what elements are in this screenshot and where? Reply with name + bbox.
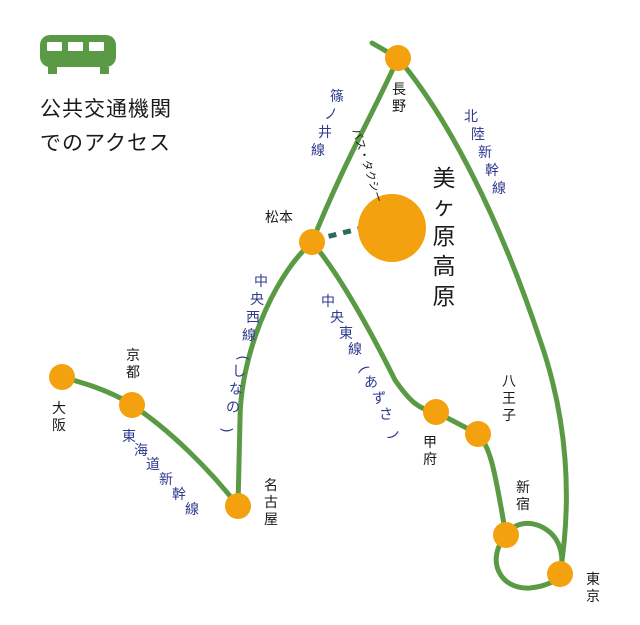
station-label-kyoto: 都: [126, 365, 140, 381]
destination-char: 美: [433, 166, 456, 192]
page-title: 公共交通機関 でのアクセス: [40, 92, 172, 160]
line-label-char: ノ: [324, 107, 338, 123]
station-shinjuku[interactable]: [493, 522, 519, 548]
destination-char: 原: [433, 284, 456, 310]
train-icon: [40, 35, 116, 74]
station-label-osaka: 阪: [52, 418, 66, 434]
line-label-shinonoi: 篠 ノ 井 線: [311, 89, 344, 159]
station-kyoto[interactable]: [119, 392, 145, 418]
title-line-2: でのアクセス: [40, 131, 171, 155]
station-matsumoto[interactable]: [299, 229, 325, 255]
station-markers: [49, 45, 573, 587]
line-label-char: ): [218, 427, 234, 432]
line-label-char: 新: [478, 145, 492, 161]
line-label-char: 幹: [485, 162, 499, 179]
title-line-1: 公共交通機関: [40, 97, 172, 121]
station-hachioji[interactable]: [465, 421, 491, 447]
line-label-char: 道: [146, 457, 160, 473]
station-label-hachioji: 王: [502, 391, 516, 407]
line-chuo-east: [309, 239, 509, 538]
line-label-char: 海: [134, 443, 148, 459]
station-label-hachioji: 子: [502, 408, 516, 424]
line-label-char: 央: [250, 292, 264, 308]
station-osaka[interactable]: [49, 364, 75, 390]
station-kofu[interactable]: [423, 399, 449, 425]
station-label-shinjuku: 新: [516, 480, 530, 496]
station-nagano[interactable]: [385, 45, 411, 71]
station-label-nagano: 野: [392, 99, 406, 115]
station-labels: 長 野 松本 京 都 大 阪 名 古 屋 甲 府 八 王 子 新 宿 東 京: [52, 82, 600, 605]
destination-name: 美 ヶ 原 高 原: [433, 166, 456, 310]
line-label-char: 北: [464, 109, 478, 125]
line-label-char: 東: [122, 429, 136, 445]
line-label-char: 中: [254, 274, 268, 290]
station-nagoya[interactable]: [225, 493, 251, 519]
station-label-kofu: 府: [423, 452, 437, 468]
line-label-char: 東: [339, 326, 353, 342]
station-label-tokyo: 京: [586, 589, 600, 605]
station-label-nagoya: 古: [264, 495, 278, 511]
header: [38, 33, 118, 79]
station-label-nagoya: 名: [264, 478, 278, 494]
destination-char: 高: [433, 254, 456, 280]
line-label-chuo-west: 中 央 西 線 ( し な の ): [218, 274, 268, 433]
line-label-char: 新: [159, 472, 173, 488]
station-label-shinjuku: 宿: [516, 496, 530, 513]
line-label-tokaido: 東 海 道 新 幹 線: [122, 429, 199, 518]
line-label-char: ず: [372, 391, 386, 407]
line-label-char: (: [234, 355, 250, 360]
line-label-char: 央: [330, 310, 344, 326]
line-label-char: 篠: [330, 89, 344, 105]
line-label-char: ): [385, 429, 402, 442]
line-label-char: 陸: [471, 127, 485, 143]
station-label-kyoto: 京: [126, 348, 140, 364]
station-label-nagoya: 屋: [264, 512, 278, 528]
line-label-char: 線: [492, 181, 506, 197]
line-label-hokuriku: 北 陸 新 幹 線: [464, 109, 506, 197]
line-label-char: し: [232, 364, 246, 380]
line-label-char: 線: [311, 143, 325, 159]
line-chuo-west: [235, 239, 315, 509]
line-label-char: の: [226, 400, 240, 416]
line-label-char: 中: [321, 294, 335, 310]
destination-marker: [358, 194, 426, 262]
line-label-char: 西: [246, 310, 260, 326]
destination-char: ヶ: [433, 194, 456, 220]
line-label-char: (: [355, 363, 372, 376]
line-label-char: 線: [242, 328, 256, 344]
line-label-char: さ: [379, 407, 393, 423]
station-label-hachioji: 八: [502, 374, 516, 390]
line-label-char: な: [229, 382, 243, 398]
line-label-char: あ: [364, 375, 378, 391]
station-label-osaka: 大: [52, 401, 66, 417]
station-tokyo[interactable]: [547, 561, 573, 587]
railway-lines: [59, 40, 569, 591]
bus-taxi-label: バス・タクシー: [349, 127, 385, 204]
line-label-char: 井: [318, 125, 332, 141]
station-label-tokyo: 東: [586, 572, 600, 588]
line-label-char: 線: [185, 502, 199, 518]
line-label-char: 幹: [172, 486, 186, 503]
line-tokaido: [59, 374, 241, 509]
destination-char: 原: [433, 224, 456, 250]
station-label-matsumoto: 松本: [265, 210, 293, 226]
station-label-nagano: 長: [392, 82, 406, 98]
line-hokuriku: [395, 55, 569, 577]
station-label-kofu: 甲: [423, 435, 437, 451]
line-label-char: 線: [348, 342, 362, 358]
